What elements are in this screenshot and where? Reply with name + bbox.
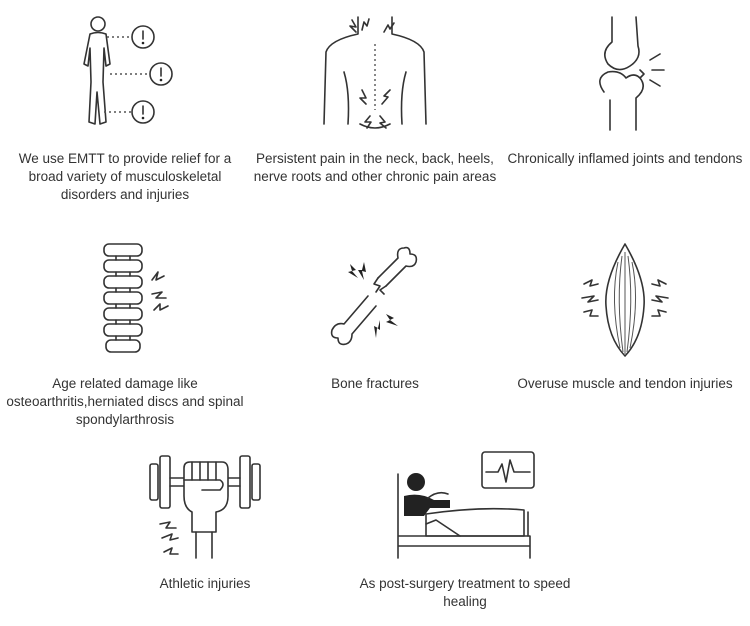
spine-icon xyxy=(0,240,250,360)
caption: Overuse muscle and tendon injuries xyxy=(517,376,733,391)
muscle-icon xyxy=(500,240,750,360)
dumbbell-fist-icon xyxy=(80,440,330,570)
item-inflamed-joints: Chronically inflamed joints and tendons xyxy=(500,0,750,230)
hospital-bed-icon xyxy=(340,440,590,570)
caption: We use EMTT to provide relief for a broa… xyxy=(18,151,232,202)
walking-man-alert-icon xyxy=(0,12,250,142)
item-athletic-injuries: Athletic injuries xyxy=(80,440,330,615)
item-chronic-pain: Persistent pain in the neck, back, heels… xyxy=(250,0,500,230)
item-post-surgery: As post-surgery treatment to speed heali… xyxy=(340,440,590,615)
caption: As post-surgery treatment to speed heali… xyxy=(359,576,571,609)
item-age-damage: Age related damage like osteoarthritis,h… xyxy=(0,230,250,430)
caption: Bone fractures xyxy=(331,376,419,391)
caption: Age related damage like osteoarthritis,h… xyxy=(6,376,244,427)
caption: Athletic injuries xyxy=(159,576,251,591)
knee-joint-icon xyxy=(500,12,750,142)
caption: Chronically inflamed joints and tendons xyxy=(507,151,743,166)
caption: Persistent pain in the neck, back, heels… xyxy=(253,151,497,184)
broken-bone-icon xyxy=(250,240,500,360)
item-bone-fractures: Bone fractures xyxy=(250,230,500,430)
item-emtt-relief: We use EMTT to provide relief for a broa… xyxy=(0,0,250,230)
item-overuse-muscle: Overuse muscle and tendon injuries xyxy=(500,230,750,430)
back-pain-icon xyxy=(250,12,500,142)
